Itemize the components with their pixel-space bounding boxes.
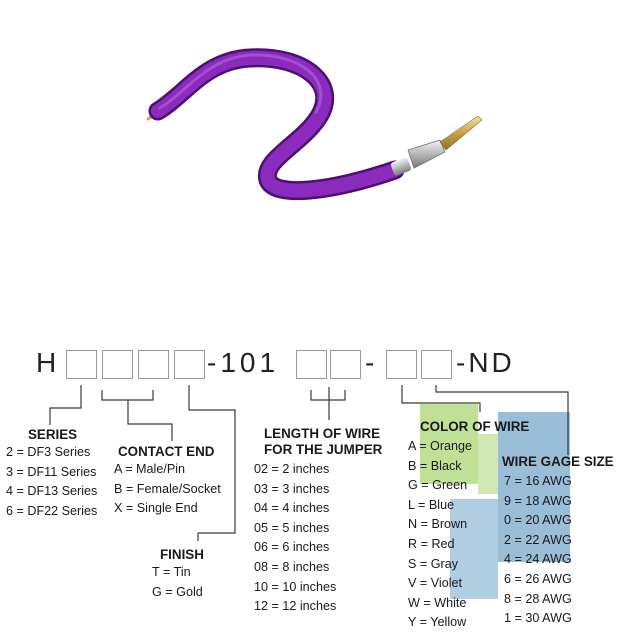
contact-end-heading: CONTACT END xyxy=(118,444,215,459)
contact-end-code-box-1 xyxy=(102,350,133,379)
color-item: V = Violet xyxy=(408,576,463,591)
contact-end-legend: CONTACT END A = Male/Pin B = Female/Sock… xyxy=(114,444,221,519)
length-item: 08 = 8 inches xyxy=(254,559,330,574)
series-item: 6 = DF22 Series xyxy=(6,503,98,518)
part-number-dash: - xyxy=(365,347,375,378)
series-item: 4 = DF13 Series xyxy=(6,484,98,499)
color-code-box xyxy=(386,350,417,379)
series-item: 2 = DF3 Series xyxy=(6,445,91,459)
length-code-box-1 xyxy=(296,350,327,379)
color-item: N = Brown xyxy=(408,517,468,532)
part-number-middle: -101 xyxy=(207,347,280,378)
color-item: B = Black xyxy=(408,458,462,473)
length-item: 04 = 4 inches xyxy=(254,501,330,516)
gage-code-box xyxy=(421,350,452,379)
finish-code-box xyxy=(174,350,205,379)
gage-legend: WIRE GAGE SIZE 7 = 16 AWG 9 = 18 AWG 0 =… xyxy=(502,454,614,629)
color-item: W = White xyxy=(408,595,467,610)
length-item: 12 = 12 inches xyxy=(254,599,337,614)
finish-heading: FINISH xyxy=(160,547,204,562)
finish-item: G = Gold xyxy=(152,584,203,599)
length-code-box-2 xyxy=(330,350,361,379)
series-code-box xyxy=(66,350,97,379)
contact-end-item: B = Female/Socket xyxy=(114,481,221,496)
length-item: 06 = 6 inches xyxy=(254,540,330,555)
color-legend: COLOR OF WIRE A = Orange B = Black G = G… xyxy=(408,419,529,633)
length-item: 03 = 3 inches xyxy=(254,481,330,496)
gage-item: 1 = 30 AWG xyxy=(504,611,572,626)
gage-item: 2 = 22 AWG xyxy=(504,532,572,547)
length-item: 10 = 10 inches xyxy=(254,579,337,594)
color-item: Y = Yellow xyxy=(408,615,467,630)
gage-item: 6 = 26 AWG xyxy=(504,571,572,586)
color-item: L = Blue xyxy=(408,497,455,512)
contact-end-code-box-2 xyxy=(138,350,169,379)
color-item: G = Green xyxy=(408,478,468,493)
color-item: R = Red xyxy=(408,536,455,551)
watermark-logo xyxy=(420,404,570,599)
finish-legend: FINISH T = Tin G = Gold xyxy=(152,547,204,602)
length-item: 05 = 5 inches xyxy=(254,520,330,535)
color-heading: COLOR OF WIRE xyxy=(420,419,530,434)
gage-item: 0 = 20 AWG xyxy=(504,513,572,528)
contact-end-item: X = Single End xyxy=(114,501,198,516)
contact-end-item: A = Male/Pin xyxy=(114,462,186,476)
length-heading-line2: FOR THE JUMPER xyxy=(264,442,383,457)
series-item: 3 = DF11 Series xyxy=(6,464,97,479)
part-number-prefix: H xyxy=(36,347,57,378)
series-heading: SERIES xyxy=(28,427,78,442)
finish-item: T = Tin xyxy=(152,565,191,579)
gage-item: 7 = 16 AWG xyxy=(504,474,572,488)
gage-item: 4 = 24 AWG xyxy=(504,552,572,567)
jumper-wire-photo xyxy=(146,48,483,201)
color-item: A = Orange xyxy=(408,439,473,453)
gage-heading: WIRE GAGE SIZE xyxy=(502,454,614,469)
length-legend: LENGTH OF WIRE FOR THE JUMPER 02 = 2 inc… xyxy=(254,426,382,617)
series-legend: SERIES 2 = DF3 Series 3 = DF11 Series 4 … xyxy=(6,427,97,521)
gage-item: 9 = 18 AWG xyxy=(504,493,572,508)
length-item: 02 = 2 inches xyxy=(254,462,330,476)
color-item: S = Gray xyxy=(408,556,459,571)
part-number-suffix: -ND xyxy=(456,347,515,378)
length-heading-line1: LENGTH OF WIRE xyxy=(264,426,381,441)
gage-item: 8 = 28 AWG xyxy=(504,591,572,606)
